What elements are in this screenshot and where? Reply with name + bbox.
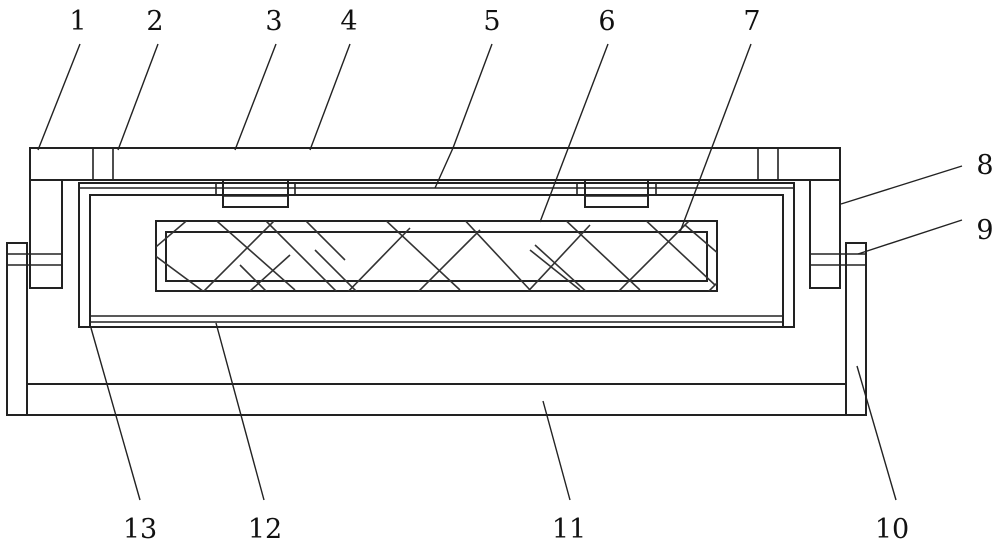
label-3: 3 <box>265 6 282 37</box>
hanging-leg-right <box>809 179 841 289</box>
outer-housing <box>78 182 795 328</box>
label-12: 12 <box>248 514 282 545</box>
leader-12 <box>215 322 265 501</box>
leader-3 <box>234 43 277 151</box>
hanging-leg-left <box>29 179 63 289</box>
slide-rail <box>90 315 783 323</box>
label-8: 8 <box>976 150 993 181</box>
label-13: 13 <box>123 514 157 545</box>
leader-5-upper <box>452 43 493 149</box>
label-10: 10 <box>875 514 909 545</box>
label-1: 1 <box>69 6 86 37</box>
label-5: 5 <box>483 6 500 37</box>
side-post-left <box>6 242 28 416</box>
top-cover-plate <box>29 147 841 181</box>
heating-element <box>155 220 718 292</box>
leader-9 <box>857 219 963 255</box>
connecting-pin-left <box>7 253 62 266</box>
leader-4 <box>309 43 351 151</box>
base-plate <box>7 383 866 416</box>
leader-13 <box>90 327 141 501</box>
leader-11 <box>542 400 571 501</box>
leader-7 <box>679 43 752 233</box>
reference-numerals: 1 2 3 4 5 6 7 8 9 10 11 12 13 <box>69 6 993 545</box>
label-6: 6 <box>598 6 615 37</box>
label-4: 4 <box>340 6 357 37</box>
leader-5-lower <box>434 147 454 189</box>
side-post-right <box>845 242 867 416</box>
leader-10 <box>856 365 897 501</box>
crosshatch-pattern <box>156 221 717 291</box>
clip-right <box>576 179 657 208</box>
leader-1 <box>37 43 81 151</box>
label-9: 9 <box>976 215 993 246</box>
label-11: 11 <box>552 514 586 545</box>
label-2: 2 <box>146 6 163 37</box>
leader-2 <box>117 43 159 151</box>
leader-6 <box>539 43 609 223</box>
label-7: 7 <box>743 6 760 37</box>
leader-lines <box>37 43 963 501</box>
connecting-pin-right <box>810 253 866 266</box>
clip-left <box>215 179 296 208</box>
leader-8 <box>840 165 963 205</box>
